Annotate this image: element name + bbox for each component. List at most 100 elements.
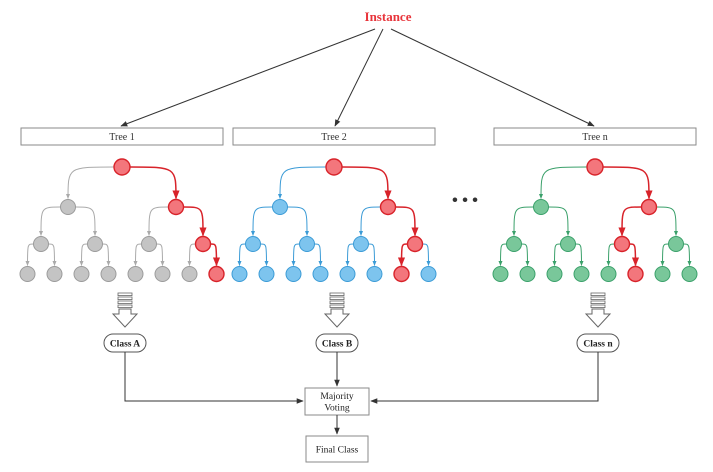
- tree-n-path-node: [627, 265, 644, 283]
- tree-1-graph: [19, 158, 225, 283]
- tree-n-edge: [575, 243, 584, 266]
- tree-2-path-node: [379, 198, 397, 216]
- tree-1-edge: [129, 166, 180, 200]
- tree-1-edge: [102, 243, 111, 266]
- tree-1-node: [181, 266, 198, 282]
- majority-voting-node: Majority Voting: [304, 387, 370, 416]
- class-b-label: Class B: [322, 340, 353, 350]
- tree-n-title-box: [493, 127, 697, 146]
- tree-1-edge: [133, 243, 142, 266]
- tree-n-path-node: [640, 198, 658, 216]
- class-n-node: Class n: [576, 333, 620, 353]
- tree-2-edge: [395, 206, 419, 237]
- tree-2-edge: [287, 206, 309, 236]
- final-class-label: Final Class: [316, 446, 359, 456]
- voting-connectors: [124, 352, 599, 404]
- ellipsis: • • •: [452, 192, 478, 209]
- tree-n-node: [573, 266, 590, 282]
- tree-1-title-box: [20, 127, 224, 146]
- tree-1-edge: [66, 166, 115, 199]
- tree-2-node: [353, 236, 369, 252]
- tree-1-node: [154, 266, 171, 282]
- connector-class-a: [124, 352, 304, 404]
- tree-2-edge: [368, 243, 377, 266]
- tree-2-edge: [341, 166, 392, 200]
- class-b-node: Class B: [315, 333, 359, 353]
- tree-2-edge: [260, 243, 269, 266]
- tree-1-edge: [25, 243, 34, 266]
- tree-2-header: Tree 2: [232, 127, 436, 146]
- tree-2-edge: [278, 166, 327, 199]
- instance-arrow-tree-2: [334, 28, 384, 127]
- tree-n-header: Tree n: [493, 127, 697, 146]
- tree-2-title-box: [232, 127, 436, 146]
- tree-2-node: [285, 266, 302, 282]
- tree-1-edge: [79, 243, 88, 266]
- tree-n-edge: [606, 243, 615, 266]
- tree-2-path-node: [406, 235, 424, 253]
- tree-2-edge: [237, 243, 246, 266]
- tree-2-edge: [251, 206, 273, 236]
- tree-n-edge: [618, 206, 642, 237]
- tree-1-node: [100, 266, 117, 282]
- tree-1-edge: [187, 243, 196, 266]
- tree-1-header: Tree 1: [20, 127, 224, 146]
- tree-1-node: [46, 266, 63, 282]
- down-arrow-b: [323, 292, 351, 328]
- stack-line: [117, 292, 133, 296]
- stack-line: [590, 304, 606, 308]
- hollow-arrow: [323, 308, 351, 328]
- tree-n-node: [492, 266, 509, 282]
- hollow-arrow: [584, 308, 612, 328]
- majority-voting-line2: Voting: [324, 404, 349, 414]
- final-class-box: [305, 435, 369, 463]
- majority-voting-box: [304, 387, 370, 416]
- tree-n-node: [506, 236, 522, 252]
- tree-n-node: [600, 266, 617, 282]
- tree-1-node: [127, 266, 144, 282]
- tree-2-node: [245, 236, 261, 252]
- tree-n-edge: [656, 206, 678, 236]
- tree-1-edge: [210, 243, 221, 267]
- tree-2-node: [420, 266, 437, 282]
- tree-n-title: Tree n: [582, 132, 607, 143]
- tree-1-title: Tree 1: [109, 132, 134, 143]
- tree-n-node: [519, 266, 536, 282]
- tree-2-node: [272, 199, 288, 215]
- class-a-node: Class A: [103, 333, 147, 353]
- down-arrows: [111, 292, 612, 328]
- tree-1-node: [73, 266, 90, 282]
- down-arrow-a: [111, 292, 139, 328]
- tree-n-node: [681, 266, 698, 282]
- tree-1-edge: [39, 206, 61, 236]
- tree-n-edge: [521, 243, 530, 266]
- tree-2-edge: [345, 243, 354, 266]
- tree-2-edge: [314, 243, 323, 266]
- instance-arrow-tree-n: [390, 28, 595, 127]
- instance-arrows: [120, 28, 595, 127]
- down-arrow-n: [584, 292, 612, 328]
- hollow-arrow: [111, 308, 139, 328]
- tree-2-title: Tree 2: [321, 132, 346, 143]
- tree-1-node: [141, 236, 157, 252]
- tree-n-node: [560, 236, 576, 252]
- tree-n-edge: [548, 206, 570, 236]
- tree-1-path-node: [208, 265, 225, 283]
- tree-1-edge: [48, 243, 57, 266]
- tree-n-path-node: [613, 235, 631, 253]
- majority-voting-line1: Majority: [320, 392, 353, 402]
- stack-line: [590, 300, 606, 304]
- tree-n-graph: [492, 158, 698, 283]
- tree-2-node: [312, 266, 329, 282]
- tree-n-node: [546, 266, 563, 282]
- tree-2-node: [299, 236, 315, 252]
- tree-2-graph: [231, 158, 437, 283]
- instance-arrow-tree-1: [120, 28, 376, 127]
- tree-1-edge: [75, 206, 97, 236]
- stack-line: [117, 296, 133, 300]
- stack-line: [329, 304, 345, 308]
- tree-n-node: [668, 236, 684, 252]
- connector-class-n: [370, 352, 599, 404]
- class-a-label: Class A: [110, 340, 140, 350]
